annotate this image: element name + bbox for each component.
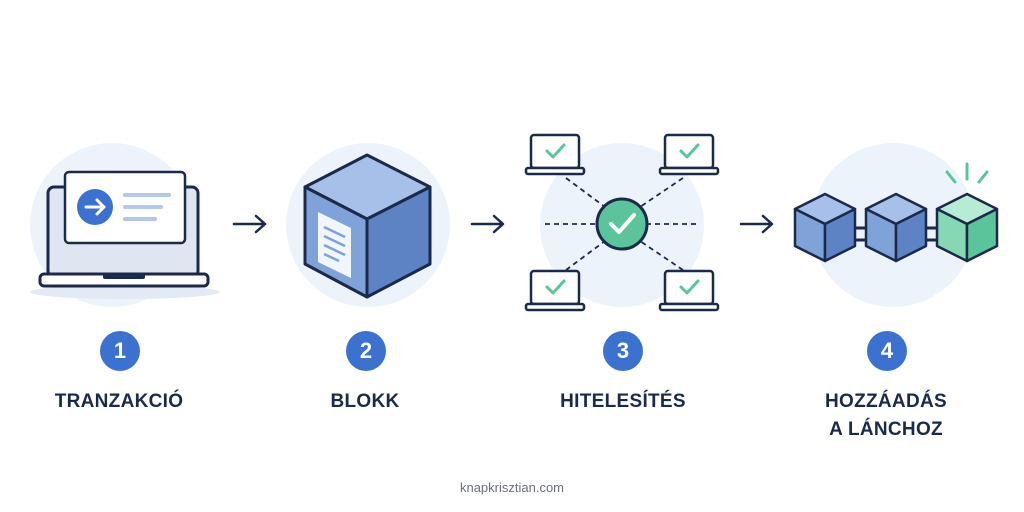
step-label-4-line-2: A LÁNCHOZ [829,419,943,440]
step-number-2: 2 [346,331,386,371]
node-laptop-icon [524,269,586,312]
check-circle-icon [595,197,649,251]
step-number-1: 1 [100,331,140,371]
chain-blocks-icon [793,162,999,263]
step-label-1: TRANZAKCIÓ [54,391,184,412]
sparkle-icon [945,162,989,184]
arrow-icon-3 [739,214,774,234]
new-block-icon [935,192,999,263]
cube-document-icon [303,153,432,299]
node-laptop-icon [658,133,720,176]
step-number-3: 3 [603,331,643,371]
node-laptop-icon [524,133,586,176]
chain-block-icon [793,192,857,263]
node-laptop-icon [658,269,720,312]
arrow-icon-1 [232,214,267,234]
laptop-transaction-icon [30,170,220,299]
arrow-icon-2 [470,214,505,234]
footer-website: knapkrisztian.com [459,480,565,495]
step-label-2: BLOKK [330,391,400,412]
step-label-3: HITELESÍTÉS [560,391,686,412]
network-validation-icon [524,133,720,312]
step-label-4-line-1: HOZZÁADÁS [825,391,947,412]
step-number-4: 4 [867,331,907,371]
chain-block-icon [864,192,928,263]
